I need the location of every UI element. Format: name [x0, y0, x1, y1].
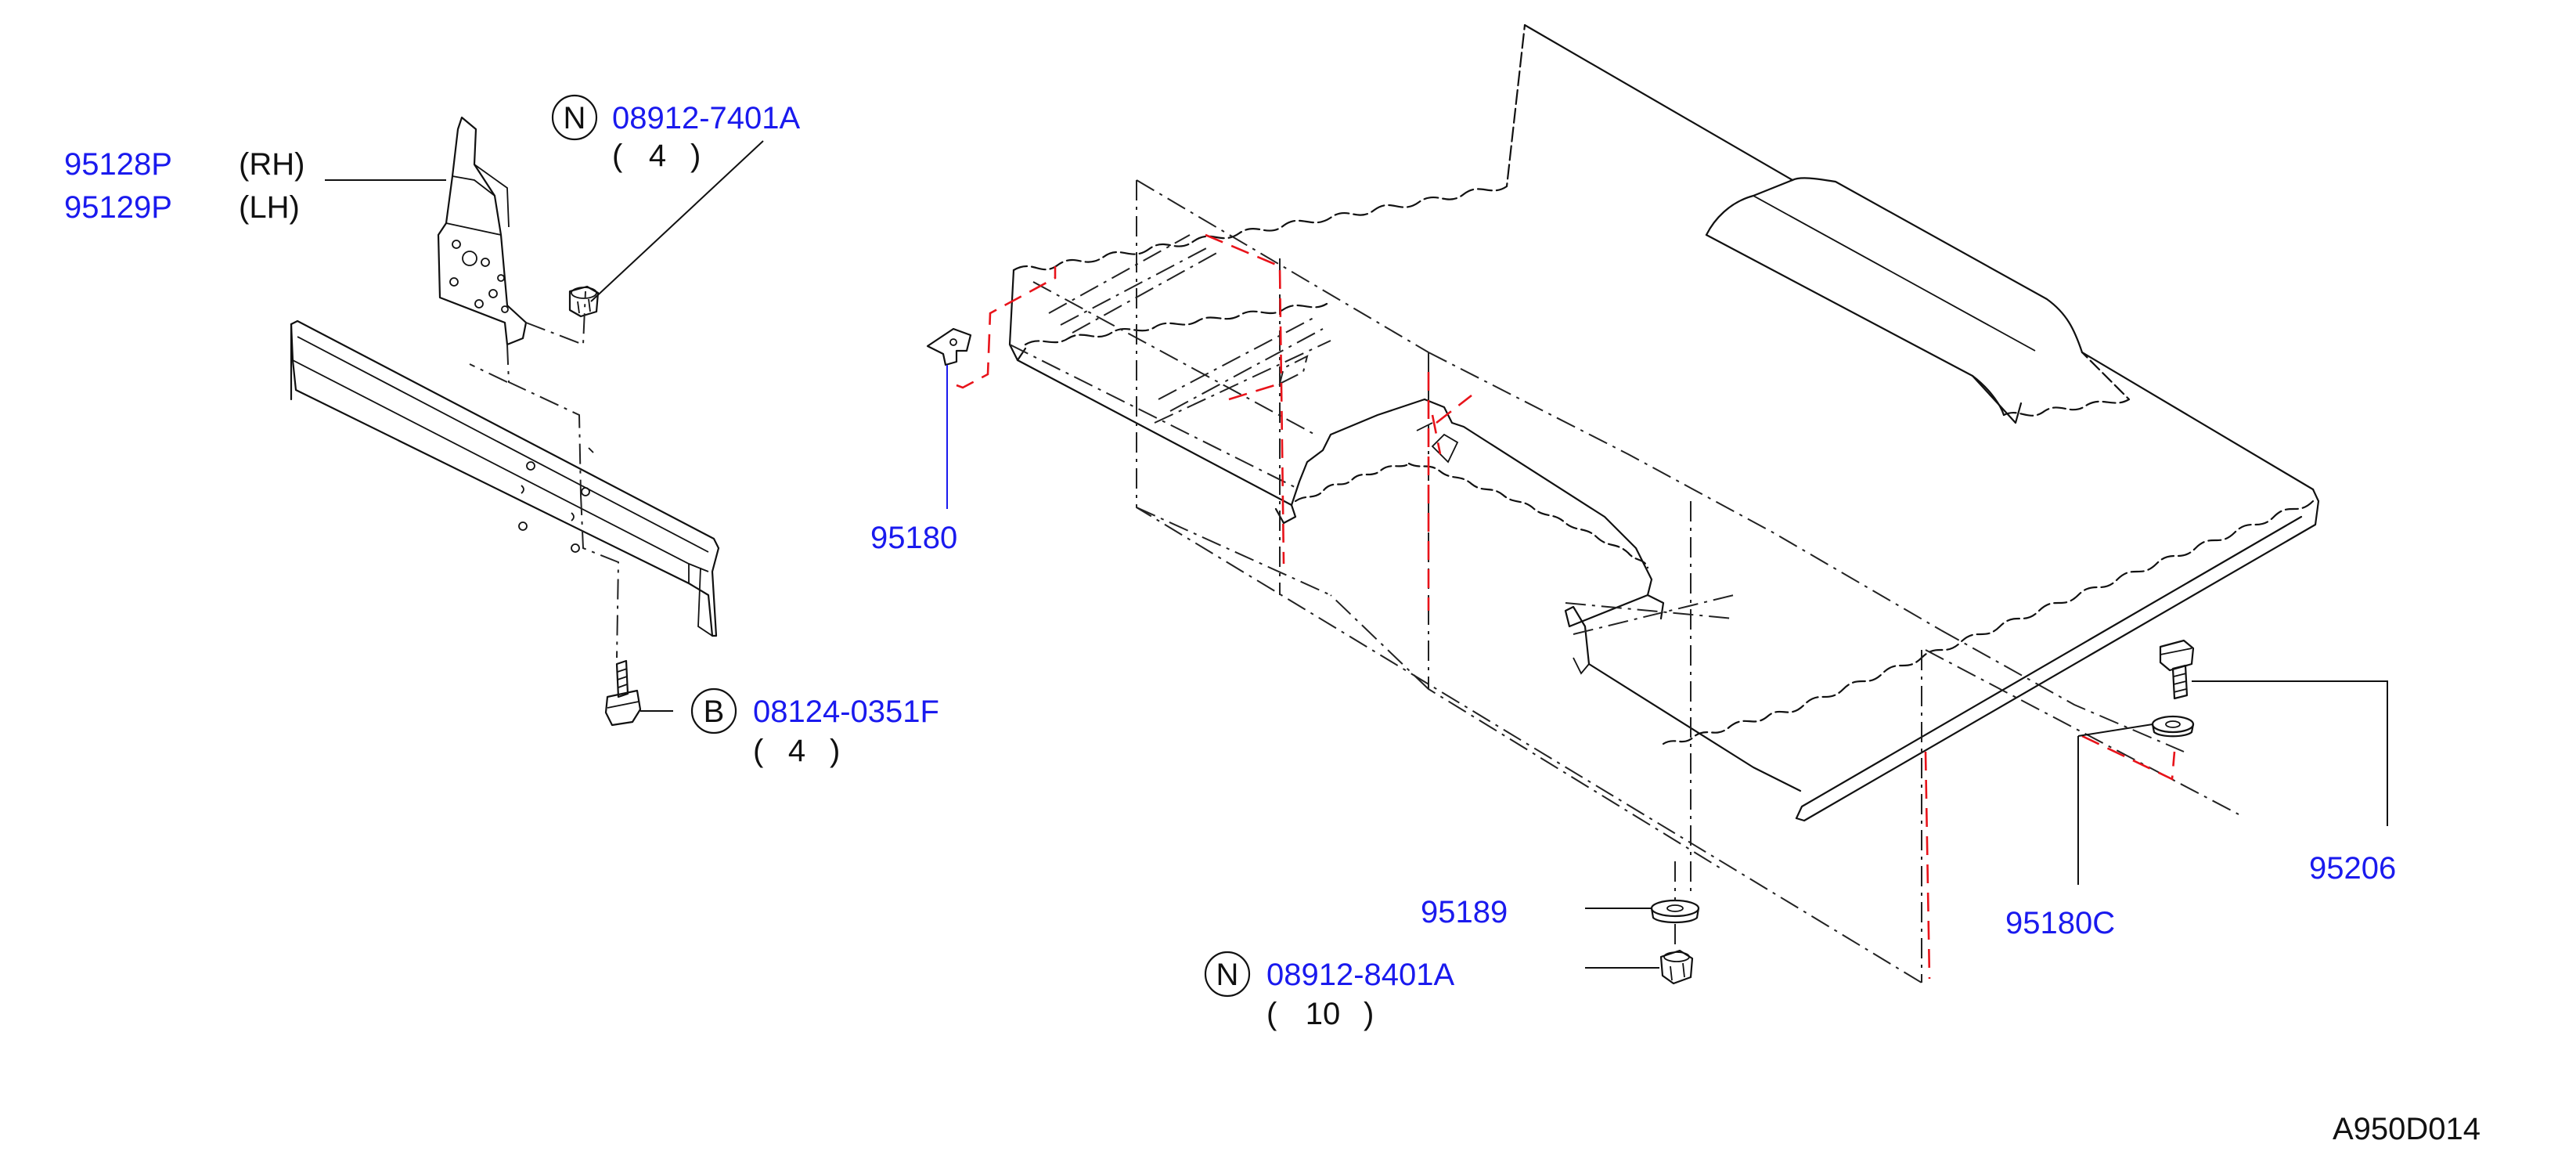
qty-value: 10	[1306, 997, 1341, 1031]
qty-close: )	[1364, 997, 1374, 1031]
callout-95129p[interactable]: 95129P (LH)	[64, 190, 300, 225]
nut-08912-bottom[interactable]	[1659, 949, 1694, 985]
b-symbol: B	[704, 695, 725, 729]
callout-95128p[interactable]: 95128P (RH)	[64, 147, 304, 182]
part-number-95180c[interactable]: 95180C	[2005, 906, 2115, 940]
part-number-95189[interactable]: 95189	[1421, 895, 1508, 929]
washer-95180c[interactable]	[2151, 715, 2195, 738]
diagram-code: A950D014	[2333, 1112, 2481, 1146]
n-symbol-circle	[1204, 951, 1251, 998]
qty-close: )	[830, 734, 840, 768]
part-number-08124-0351f[interactable]: 08124-0351F	[753, 695, 939, 729]
nut-top-left[interactable]	[568, 285, 600, 318]
side-lh: (LH)	[239, 190, 300, 225]
n-symbol: N	[1216, 958, 1239, 992]
bolt-95206[interactable]	[2159, 639, 2195, 700]
floor-panel	[1008, 23, 2320, 822]
leader-lines	[325, 140, 2388, 969]
callout-bolt-b[interactable]: B 08124-0351F ( 4 )	[690, 687, 939, 768]
b-symbol-circle	[690, 687, 737, 734]
qty-open: (	[612, 139, 623, 173]
qty-open: (	[753, 734, 764, 768]
bracket-95180[interactable]	[926, 327, 972, 366]
part-number-95206[interactable]: 95206	[2309, 851, 2396, 886]
n-symbol-circle	[551, 94, 598, 141]
callout-95189[interactable]: 95189	[1421, 895, 1508, 929]
side-rh: (RH)	[239, 147, 304, 182]
callout-95180c[interactable]: 95180C	[2005, 906, 2115, 940]
part-number-08912-8401a[interactable]: 08912-8401A	[1266, 958, 1455, 992]
qty-value: 4	[788, 734, 805, 768]
part-number-95129p[interactable]: 95129P	[64, 190, 172, 225]
bracket-95128p[interactable]	[437, 116, 528, 346]
bolt-08124[interactable]	[604, 659, 642, 727]
qty-value: 4	[649, 139, 666, 173]
frame-member	[290, 319, 720, 637]
callout-95180[interactable]: 95180	[870, 521, 957, 555]
qty-close: )	[690, 139, 701, 173]
construction-lines	[1009, 179, 2239, 983]
callout-nut-bottom[interactable]: N 08912-8401A ( 10 )	[1204, 951, 1455, 1031]
part-number-08912-7401a[interactable]: 08912-7401A	[612, 101, 801, 135]
qty-open: (	[1266, 997, 1277, 1031]
part-number-95180[interactable]: 95180	[870, 521, 957, 555]
n-symbol: N	[564, 101, 586, 135]
part-number-95128p[interactable]: 95128P	[64, 147, 172, 182]
washer-95189[interactable]	[1650, 899, 1700, 924]
highlight-lines	[956, 233, 2176, 980]
callout-95206[interactable]: 95206	[2309, 851, 2396, 886]
callout-nut-top[interactable]: N 08912-7401A ( 4 )	[551, 94, 801, 173]
